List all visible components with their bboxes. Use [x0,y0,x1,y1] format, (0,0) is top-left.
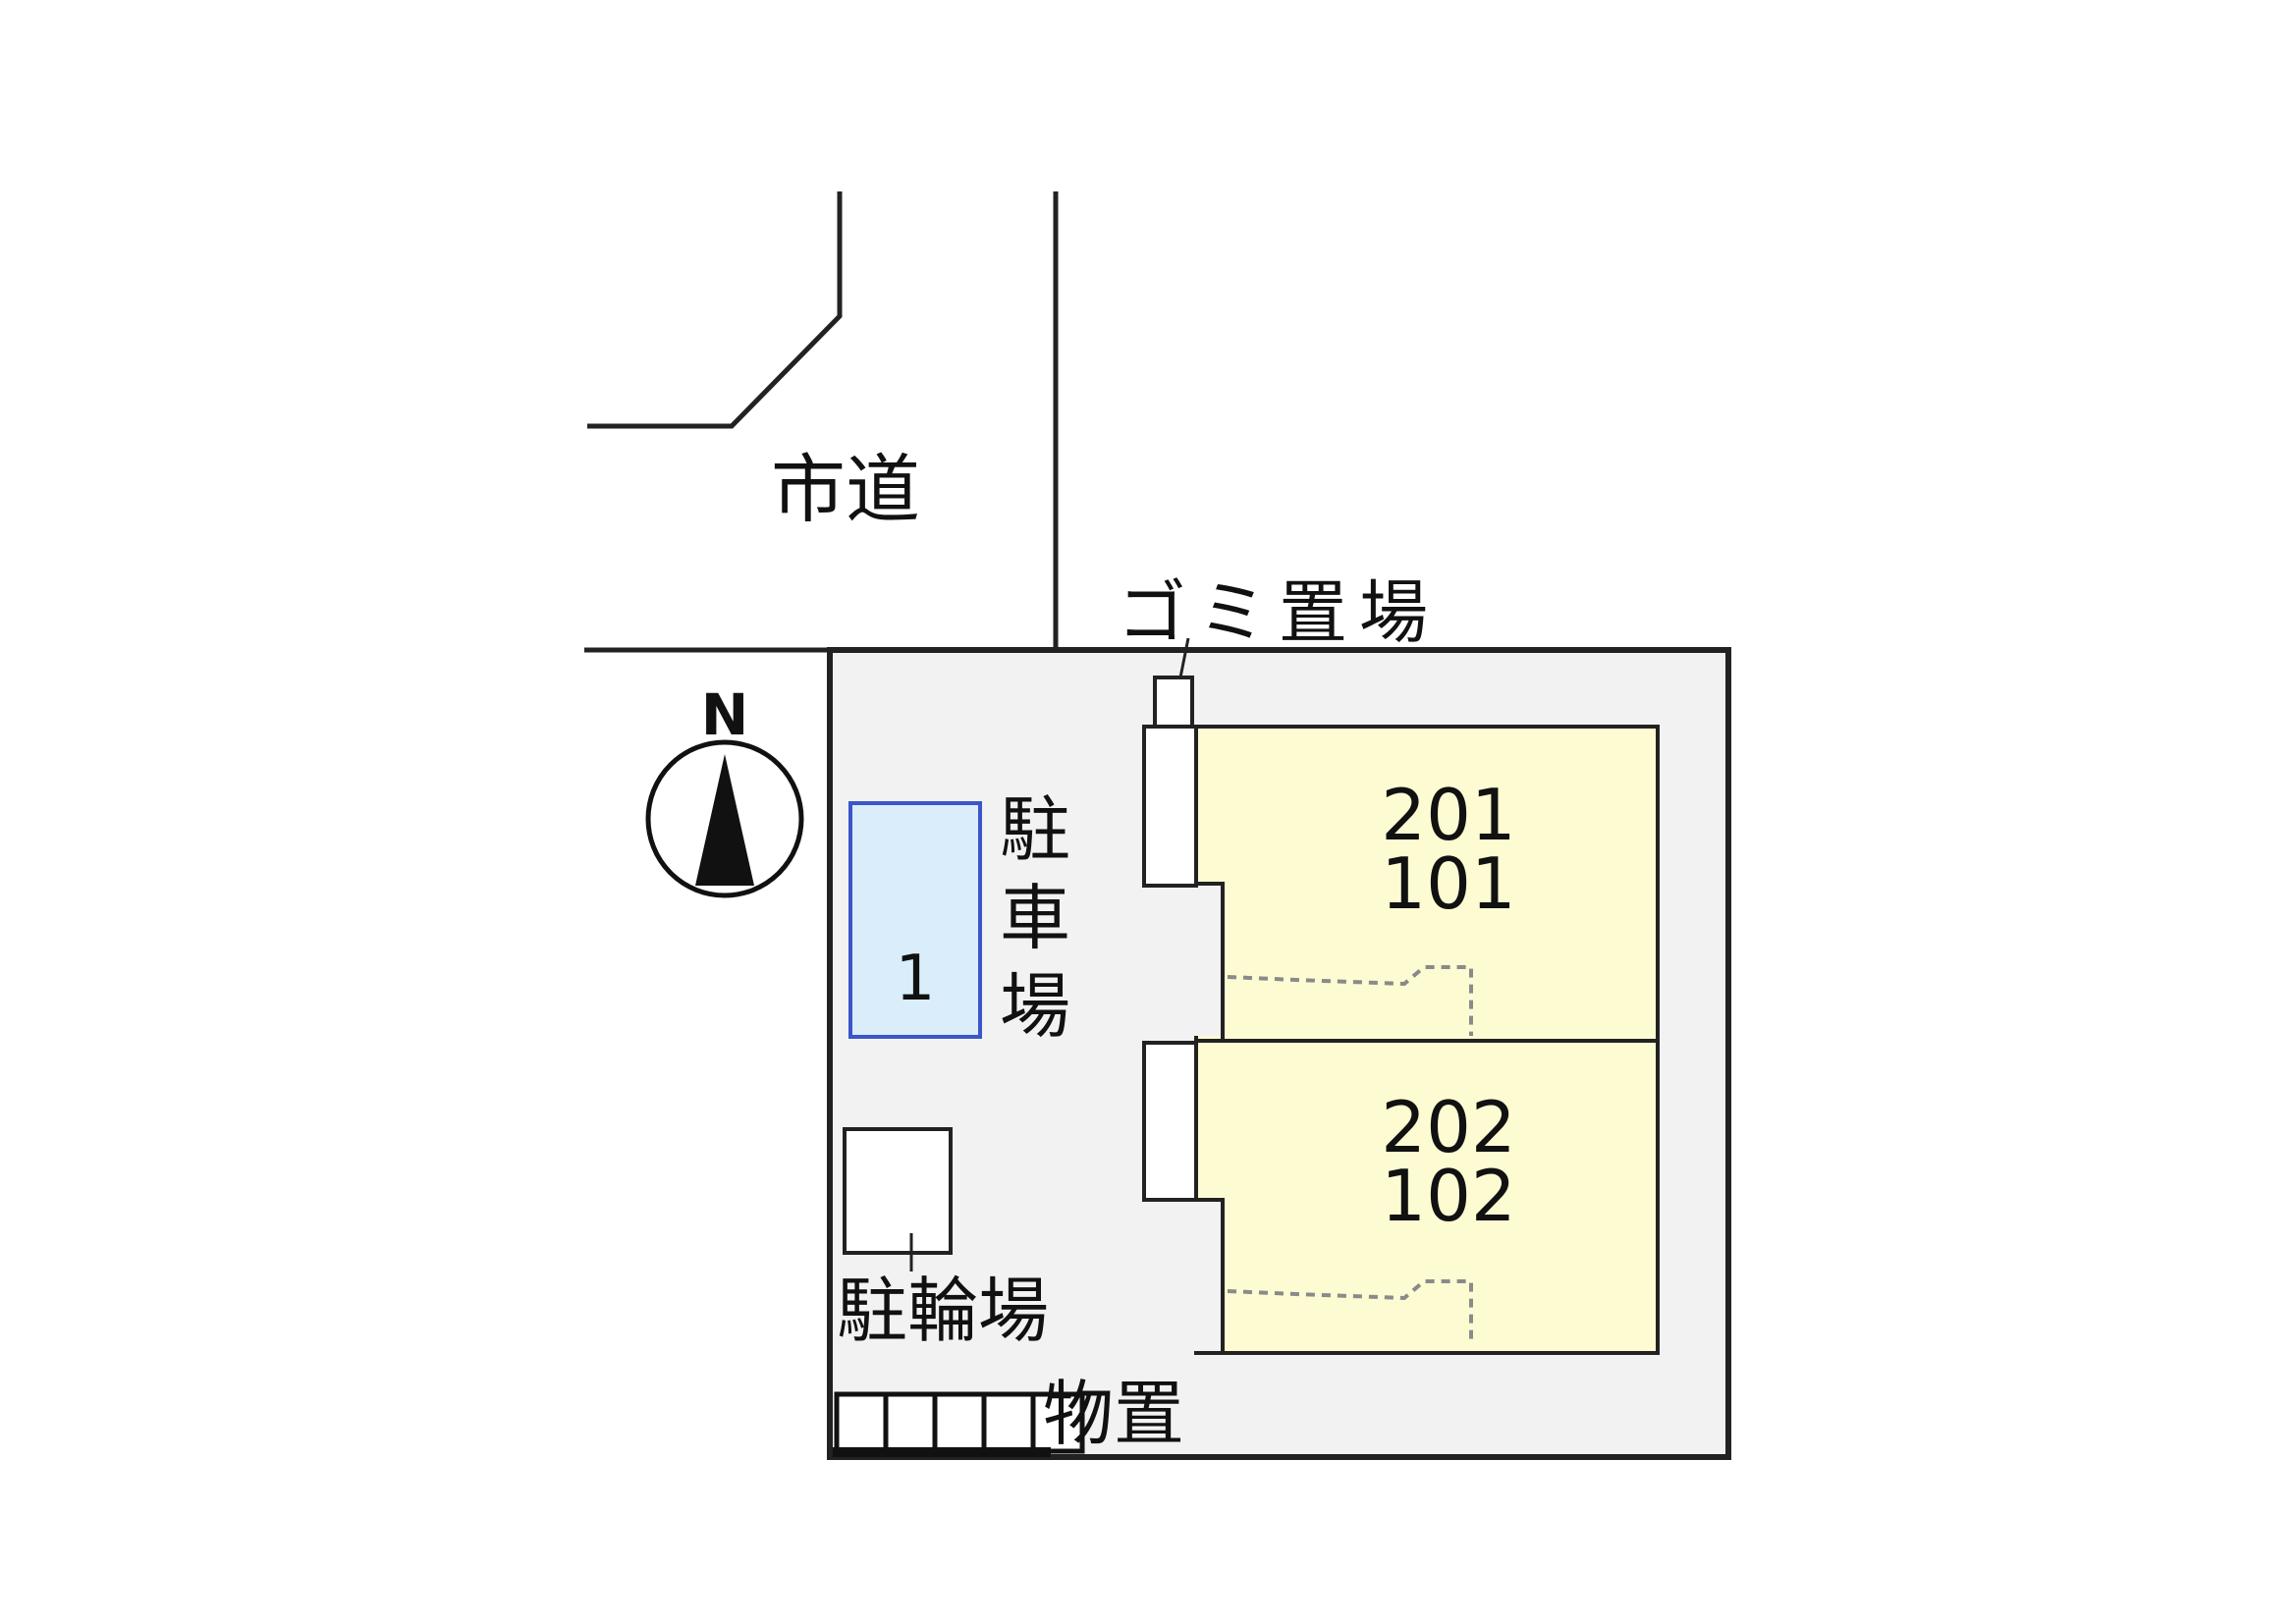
bike-parking-area [843,1127,953,1255]
unit-block-202-102 [1194,1039,1660,1355]
garbage-pointer [1178,637,1190,678]
dashed-paths [1227,965,1473,1345]
stairs-top [1142,725,1198,888]
bike-parking-label: 駐輪場 [837,1270,1049,1352]
parking-space-1 [848,801,982,1039]
garbage-area [1153,676,1194,729]
unit-number-101: 101 [1381,842,1515,925]
unit-number-202: 202 [1381,1086,1515,1168]
entrance-recess-top [1192,884,1222,1036]
unit-number-201: 201 [1381,774,1515,856]
storage-units [834,1391,1085,1454]
storage-label: 物置 [1043,1373,1184,1455]
unit-block-201-101 [1194,725,1660,1043]
entrance-recess-top-line [1196,882,1225,1041]
compass: N [645,681,804,898]
road-label: 市道 [771,446,920,533]
entrance-recess-bottom [1192,1200,1222,1351]
road-corner-line [587,191,843,429]
garbage-label: ゴミ置場 [1118,572,1440,653]
stairs-bottom [1142,1041,1198,1202]
entrance-recess-bottom-line [1196,1198,1225,1353]
building: 201 101 202 102 [1142,725,1660,1355]
north-label: N [701,681,749,748]
north-arrow-icon [695,754,754,886]
road-lines [584,191,1059,653]
unit-number-102: 102 [1381,1155,1515,1237]
parking-space-number: 1 [896,943,936,1015]
parking-label: 駐 車 場 [1000,788,1093,1048]
